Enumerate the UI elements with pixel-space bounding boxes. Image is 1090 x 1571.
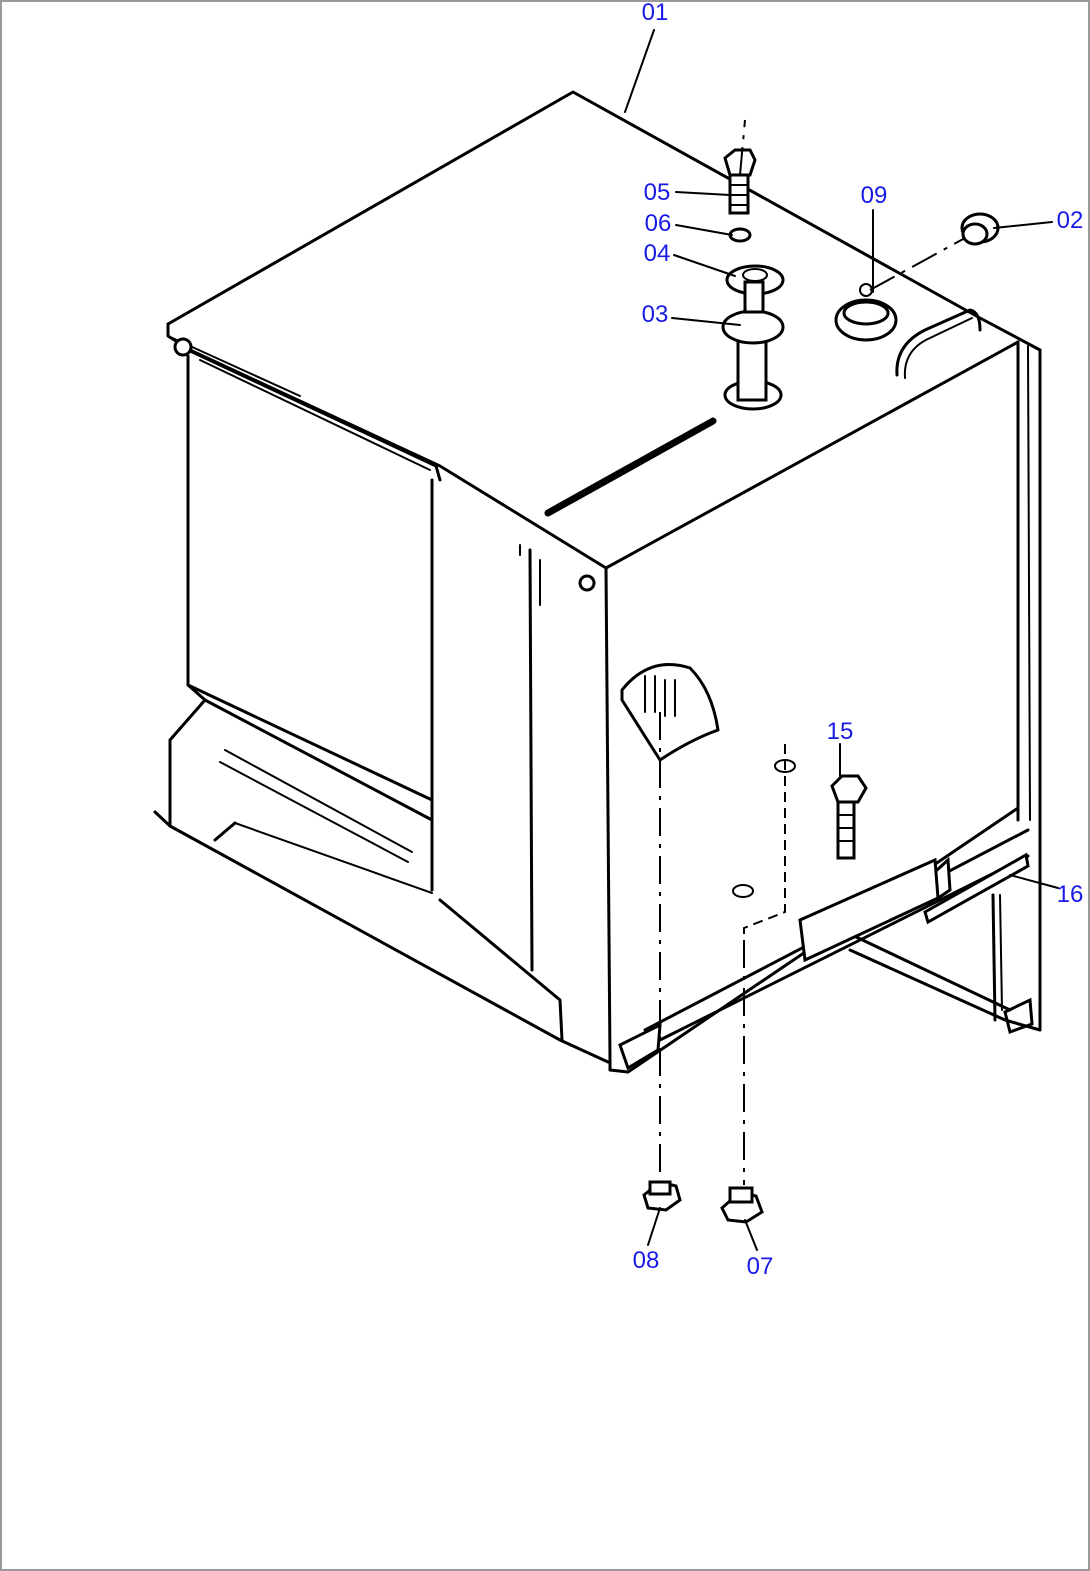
callout-09: 09 [861,182,888,209]
callout-06: 06 [645,210,672,237]
strainer-assembly [721,264,785,411]
callout-05: 05 [644,179,671,206]
callout-16: 16 [1057,881,1084,908]
leader-lines [624,29,1059,1251]
bolt-part [723,148,757,243]
callout-03: 03 [642,301,669,328]
tank-body [153,90,1042,1074]
mount-bolt-part [732,759,868,898]
callout-08: 08 [633,1247,660,1274]
callout-02: 02 [1057,207,1084,234]
drain-plug-part [642,1180,764,1224]
callout-01: 01 [642,0,669,26]
plug-part [960,212,1000,246]
filler-cap-part [834,283,898,342]
callout-15: 15 [827,718,854,745]
callout-04: 04 [644,240,671,267]
callout-07: 07 [747,1253,774,1280]
